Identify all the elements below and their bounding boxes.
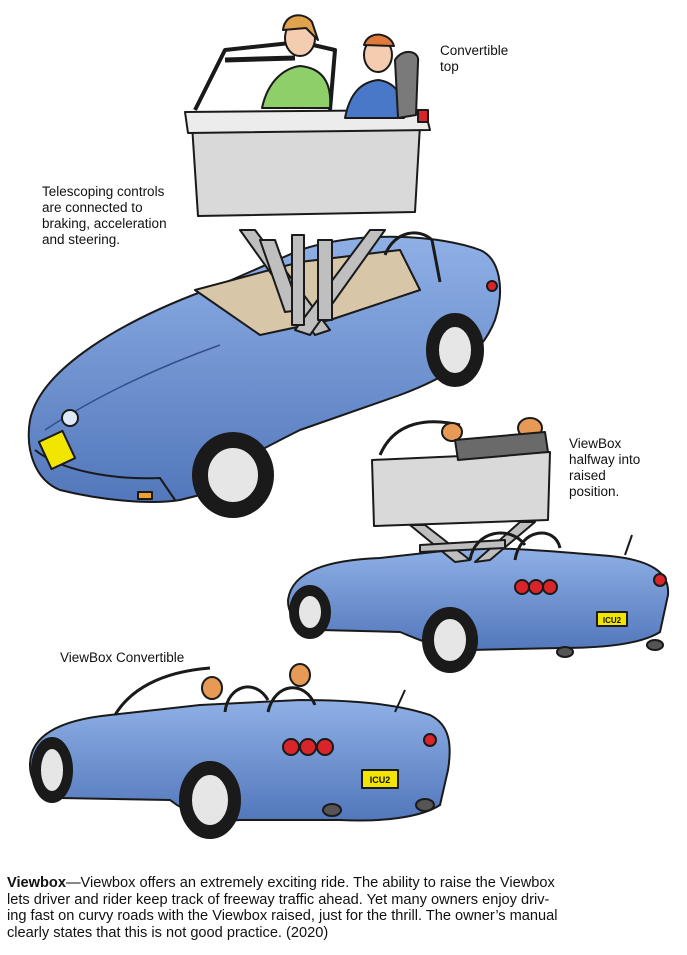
label-viewbox-convertible: ViewBox Convertible [60, 650, 185, 665]
front-wheel [192, 432, 274, 518]
taillight [542, 579, 558, 595]
taillight [282, 738, 300, 756]
windshield-frame [383, 231, 442, 283]
taillight [316, 738, 334, 756]
driver-head [201, 676, 223, 700]
caption-line-2: lets driver and rider keep track of free… [7, 891, 550, 908]
rear-view-mirror [224, 55, 296, 63]
taillight-box [417, 109, 429, 123]
antenna [394, 689, 406, 713]
taillight [528, 579, 544, 595]
car-halfway: ICU2 [287, 417, 670, 673]
side-marker [486, 280, 498, 292]
caption-term: Viewbox [7, 875, 66, 891]
exhaust [556, 646, 574, 658]
seatback [454, 431, 549, 461]
antenna [624, 534, 633, 556]
exhaust [415, 798, 435, 812]
driver-figure [261, 14, 332, 109]
taillight [514, 579, 530, 595]
passenger-figure [344, 33, 405, 119]
rear-wheel [422, 607, 478, 673]
headlight [61, 409, 79, 427]
caption-line-1: Viewbox—Viewbox offers an extremely exci… [7, 875, 555, 891]
turn-signal [137, 491, 153, 500]
illustration: ICU2 ICU2 [27, 14, 670, 839]
rear-wheel [179, 761, 241, 839]
seat [394, 51, 420, 119]
exhaust [646, 639, 664, 651]
rollbar [468, 531, 562, 561]
front-license-plate [37, 429, 77, 471]
plate-text: ICU2 [603, 616, 622, 625]
car-body [29, 699, 451, 822]
front-wheel [31, 737, 73, 803]
taillight [299, 738, 317, 756]
label-telescoping-controls: Telescoping controls are connected to br… [42, 184, 167, 247]
rear-license-plate [361, 769, 399, 789]
taillight [423, 733, 437, 747]
exhaust [322, 803, 342, 817]
label-viewbox-halfway: ViewBox halfway into raised position. [569, 436, 641, 499]
passenger-head [289, 663, 311, 687]
rear-license-plate [596, 611, 628, 627]
car-convertible: ICU2 [29, 663, 451, 839]
caption-line-4: clearly states that this is not good pra… [7, 924, 329, 941]
caption-line-3: ing fast on curvy roads with the Viewbox… [7, 908, 558, 924]
taillight [653, 573, 667, 587]
caption: Viewbox—Viewbox offers an extremely exci… [7, 875, 683, 941]
scissor-lift [409, 521, 536, 563]
windshield [113, 666, 211, 716]
plate-text: ICU2 [370, 775, 391, 785]
driver-head [441, 422, 463, 442]
viewbox-cabin [191, 124, 421, 217]
car-raised-viewbox [27, 14, 501, 518]
car-body [287, 547, 670, 651]
rear-wheel [426, 313, 484, 387]
viewbox-cabin [371, 451, 551, 527]
front-wheel [289, 585, 331, 639]
rollbar [223, 685, 317, 713]
label-convertible-top: Convertible top [440, 43, 509, 74]
scissor-lift [239, 229, 386, 336]
